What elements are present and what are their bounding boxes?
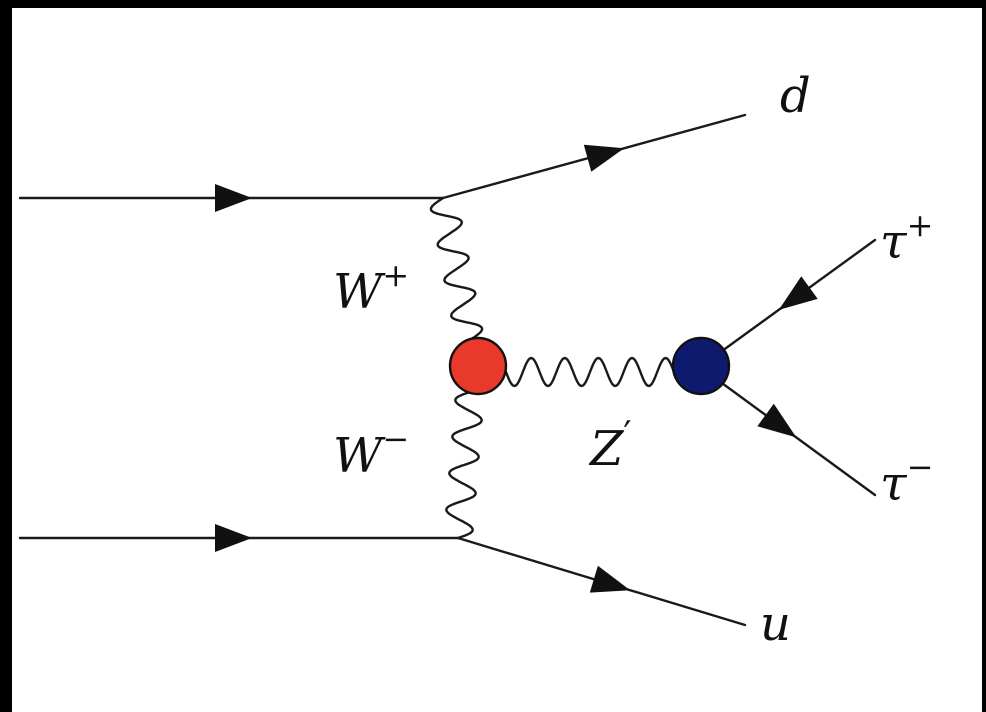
- label-tau-minus: τ−: [880, 448, 933, 512]
- label-u: u: [760, 596, 791, 652]
- label-w-plus: W+: [333, 256, 409, 320]
- arrow-tau-plus: [778, 276, 818, 310]
- label-tau-plus: τ+: [880, 206, 933, 270]
- w-plus-boson-line: [429, 196, 484, 342]
- arrow-tau-minus: [757, 403, 797, 438]
- arrow-outgoing-u: [589, 565, 631, 593]
- label-d: d: [780, 68, 811, 124]
- w-minus-boson-line: [445, 390, 483, 540]
- arrow-incoming-bottom: [215, 524, 252, 552]
- label-z-prime: Z′: [588, 415, 632, 477]
- decay-vertex: [671, 336, 731, 396]
- z-prime-boson-line: [504, 356, 676, 388]
- label-w-minus: W−: [333, 420, 409, 484]
- arrow-incoming-top: [215, 184, 252, 212]
- arrow-outgoing-d: [583, 144, 625, 172]
- fusion-vertex: [448, 336, 508, 396]
